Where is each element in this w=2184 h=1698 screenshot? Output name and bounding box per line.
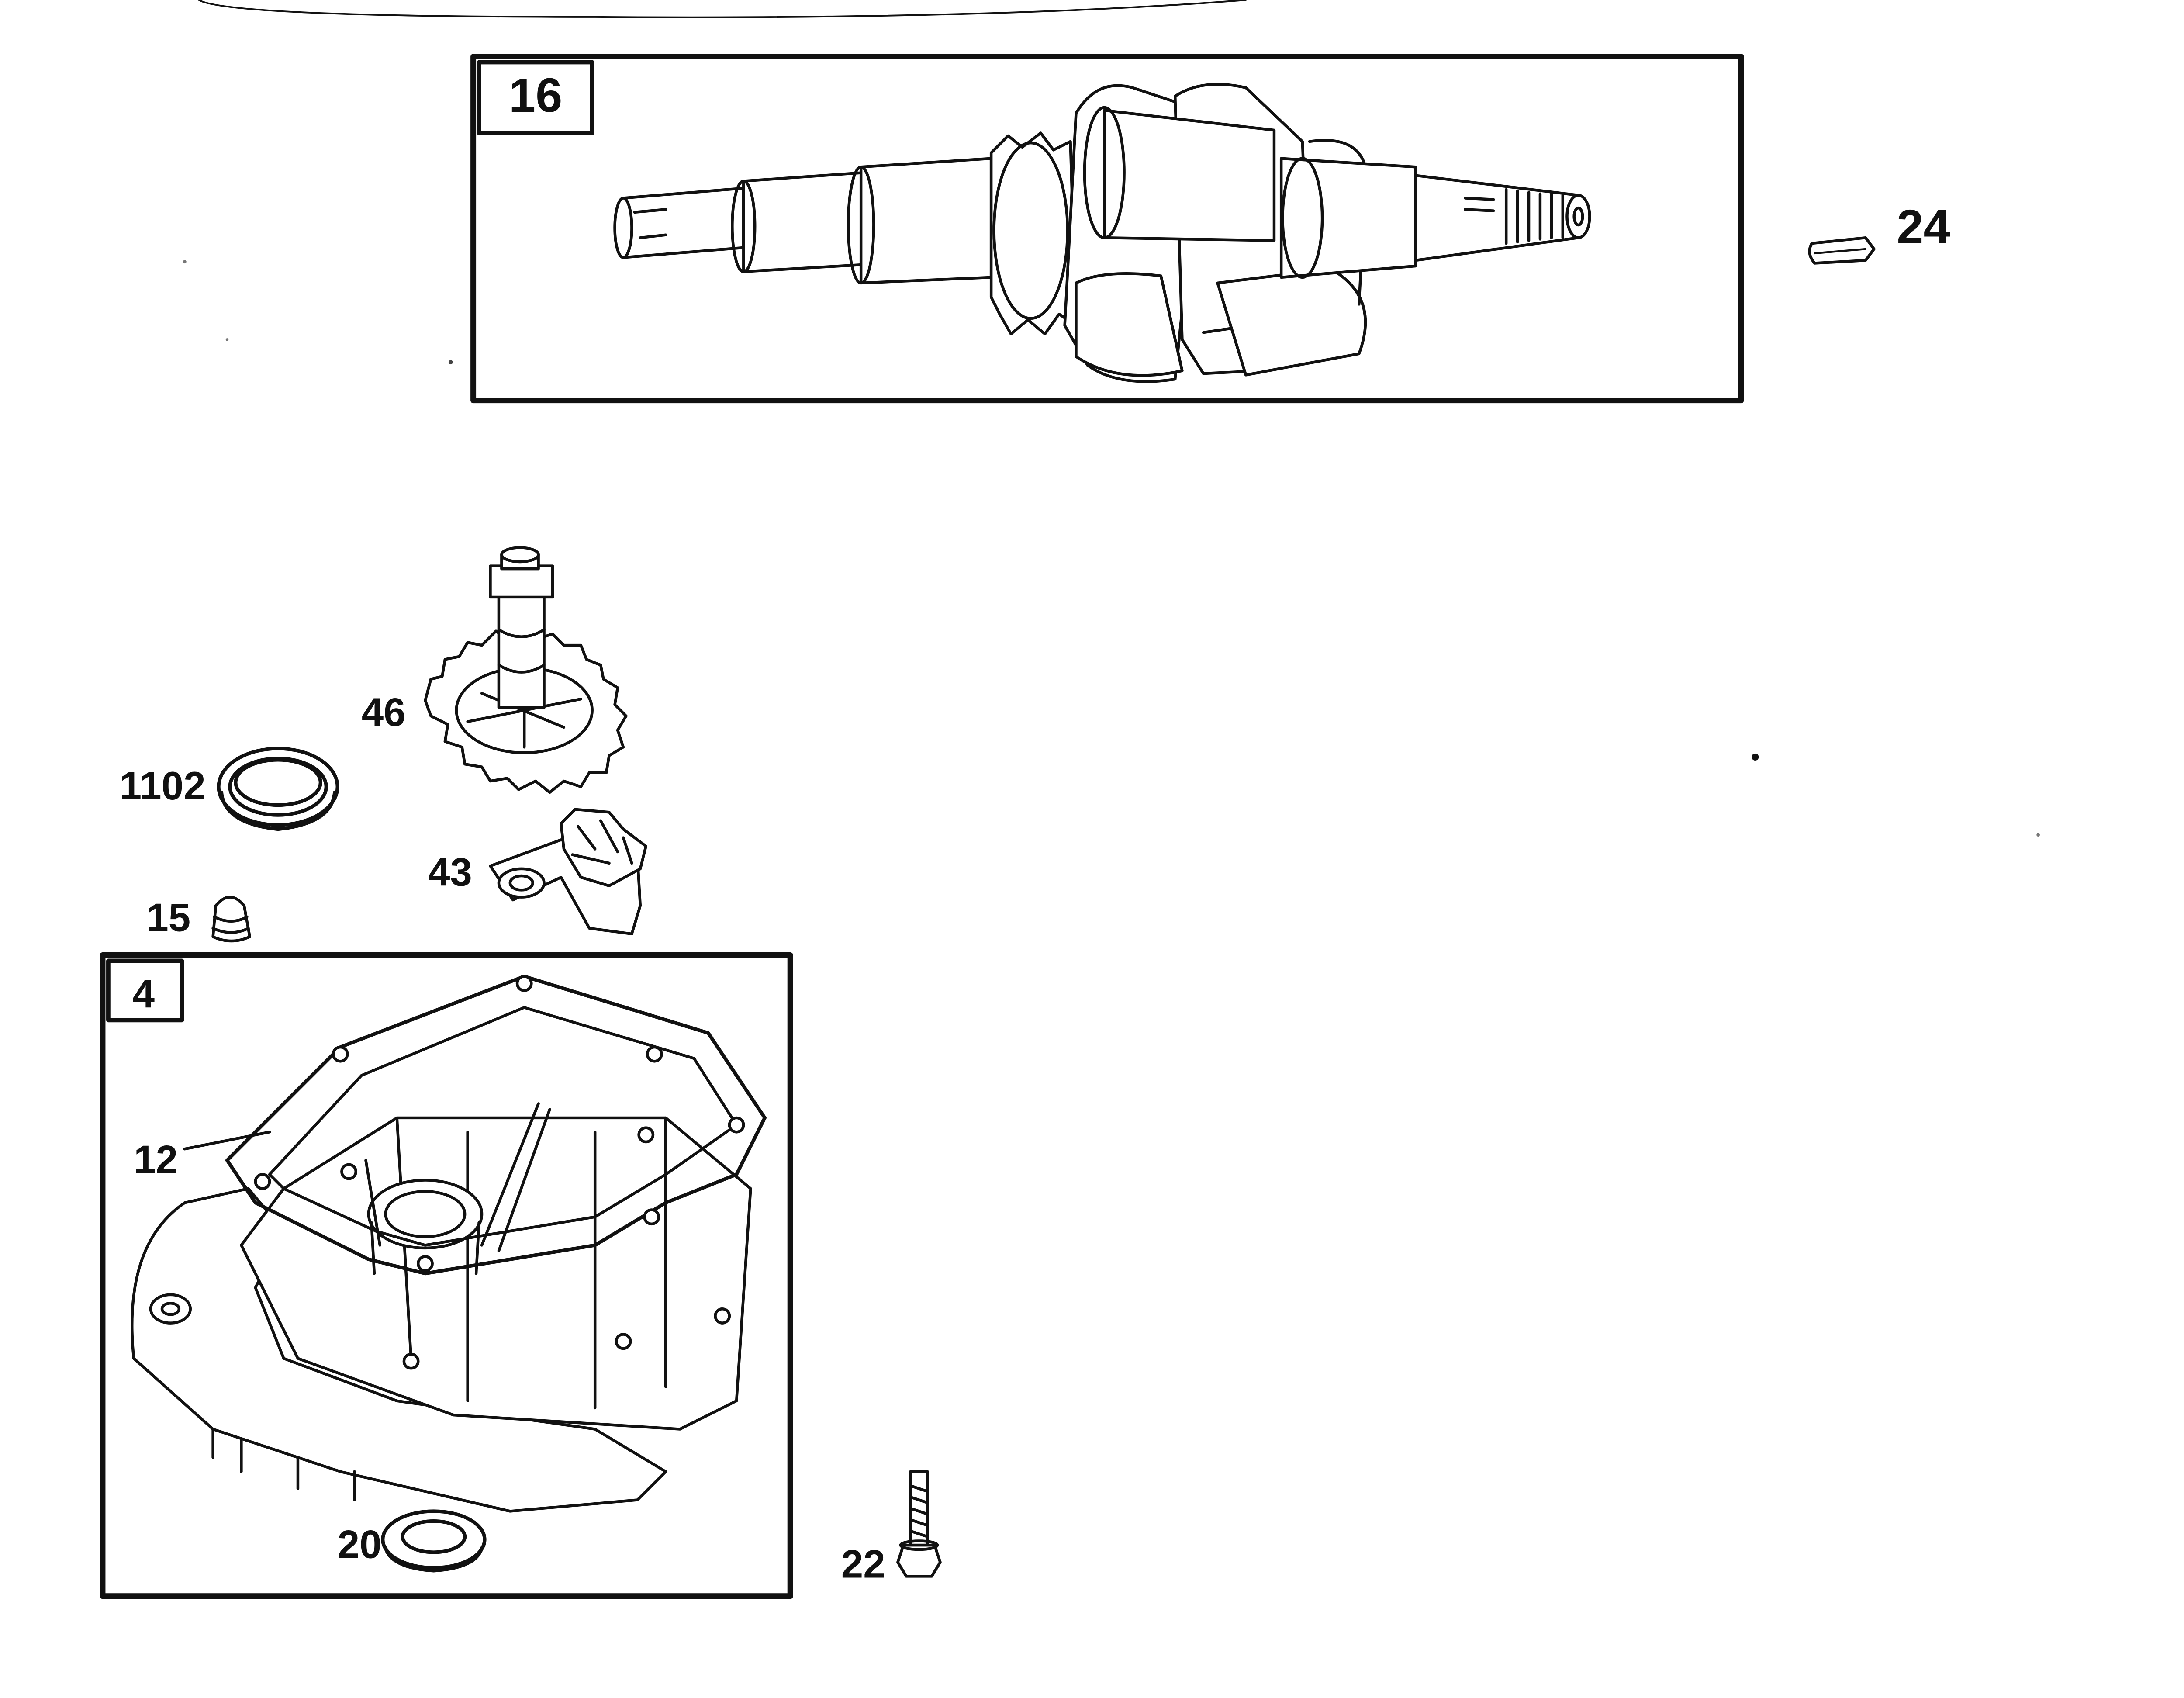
crankcase-illustration [131, 974, 767, 1513]
callout-15: 15 [146, 896, 190, 940]
gasket-outline [225, 974, 767, 1276]
scan-speck [183, 260, 187, 264]
page-edge-line [198, 0, 1247, 18]
crankshaft-box: 16 [470, 54, 1744, 404]
leader-line-12 [183, 1131, 271, 1151]
scan-speck [1752, 753, 1759, 761]
callout-22: 22 [841, 1542, 885, 1587]
scan-speck [2036, 833, 2040, 837]
callout-12: 12 [134, 1138, 178, 1182]
crankcase-box: 4 [100, 952, 793, 1599]
part-24-key [1808, 236, 1876, 265]
part-43-governor [489, 808, 648, 936]
scan-speck [225, 338, 229, 341]
callout-24: 24 [1897, 200, 1950, 254]
crankshaft-illustration [613, 83, 1591, 383]
callout-20: 20 [338, 1522, 382, 1567]
part-46-cam-gear [424, 546, 628, 794]
callout-43: 43 [428, 851, 472, 895]
box-number-frame-4 [106, 958, 184, 1023]
part-22-bolt [896, 1470, 942, 1578]
part-20-oil-seal [381, 1509, 487, 1573]
part-1102-oil-seal [217, 747, 339, 831]
callout-1102: 1102 [120, 764, 206, 808]
box-number-16: 16 [509, 69, 562, 122]
part-15-plug [211, 896, 252, 943]
scan-speck [448, 360, 453, 365]
box-number-frame-16 [477, 60, 594, 135]
callout-46: 46 [362, 691, 406, 735]
box-number-4: 4 [133, 972, 155, 1016]
